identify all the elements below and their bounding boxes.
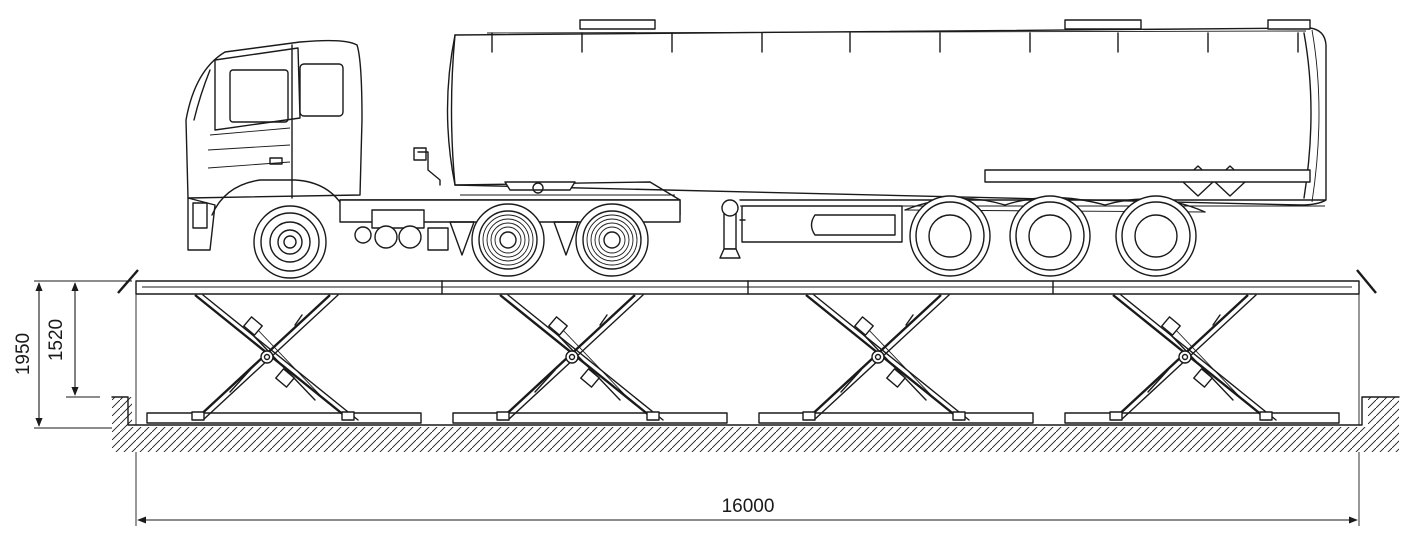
- dimension-platform-height: 1520: [46, 282, 100, 398]
- dim-label-1950: 1950: [13, 333, 34, 375]
- tractor-wheel: [575, 203, 649, 277]
- tractor-wheel: [253, 205, 327, 279]
- ramp-left: [117, 269, 139, 294]
- scissor-unit: [190, 293, 360, 422]
- trailer-wheel: [909, 195, 991, 277]
- tanker-trailer: [446, 19, 1327, 277]
- dimension-overall-height: 1950: [13, 280, 132, 429]
- scissor-unit: [1108, 293, 1278, 422]
- trailer-wheel: [1009, 195, 1091, 277]
- tank-body: [446, 27, 1327, 206]
- scissor-lift: [117, 269, 1377, 425]
- fifth-wheel: [504, 181, 576, 191]
- dim-label-1520: 1520: [46, 319, 67, 361]
- scissor-unit: [801, 293, 971, 422]
- ground: [111, 396, 1400, 452]
- tractor-unit: [185, 39, 681, 279]
- ramp-right: [1356, 269, 1377, 294]
- dimension-overall-length: 16000: [135, 452, 1360, 526]
- dim-label-16000: 16000: [722, 496, 775, 517]
- tractor-wheel: [471, 203, 545, 277]
- trailer-wheel: [1115, 195, 1197, 277]
- scissor-unit: [495, 293, 665, 422]
